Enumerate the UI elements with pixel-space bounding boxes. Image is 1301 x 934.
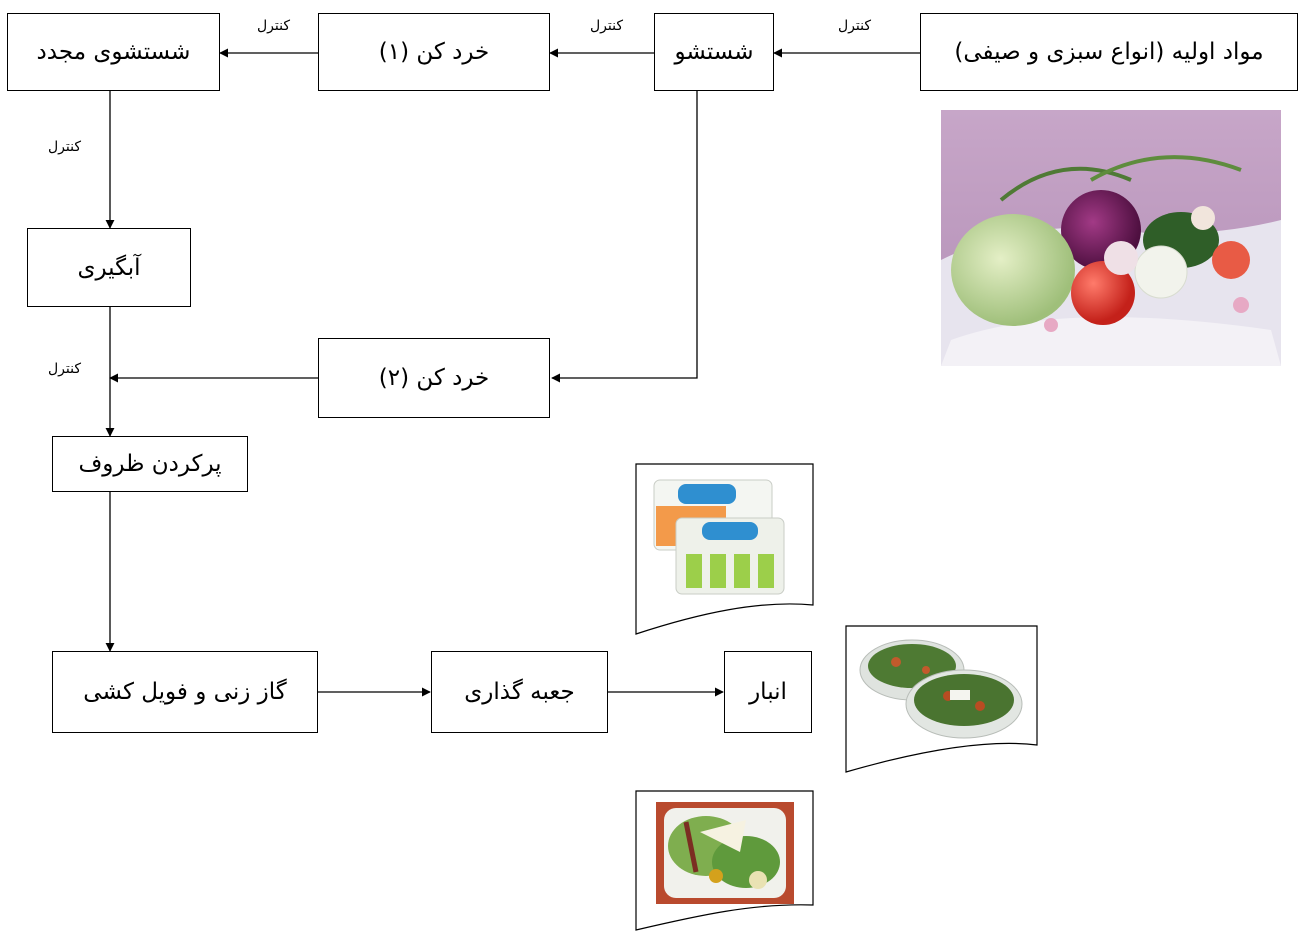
step-draining: آبگیری (27, 228, 191, 307)
step-boxing: جعبه گذاری (431, 651, 608, 733)
product-photo-salad-tray (656, 802, 794, 904)
vegetables-photo (941, 110, 1281, 366)
control-label-raw-wash: کنترل (838, 18, 872, 34)
step-chopper-1: خرد کن (۱) (318, 13, 550, 91)
step-rewashing: شستشوی مجدد (7, 13, 220, 91)
product-photo-snack-trays (653, 479, 785, 595)
step-filling-containers: پرکردن ظروف (52, 436, 248, 492)
control-label-rewash-drain: کنترل (48, 139, 82, 155)
product-photo-salad-bowls (859, 639, 1023, 739)
step-raw-materials: مواد اولیه (انواع سبزی و صیفی) (920, 13, 1298, 91)
step-washing: شستشو (654, 13, 774, 91)
step-warehouse: انبار (724, 651, 812, 733)
control-label-wash-chop1: کنترل (590, 18, 624, 34)
step-chopper-2: خرد کن (۲) (318, 338, 550, 418)
control-label-chop1-rewash: کنترل (257, 18, 291, 34)
arrow-wash-to-chop2 (551, 91, 698, 383)
control-label-drain-fill: کنترل (48, 361, 82, 377)
step-gassing-foiling: گاز زنی و فویل کشی (52, 651, 318, 733)
